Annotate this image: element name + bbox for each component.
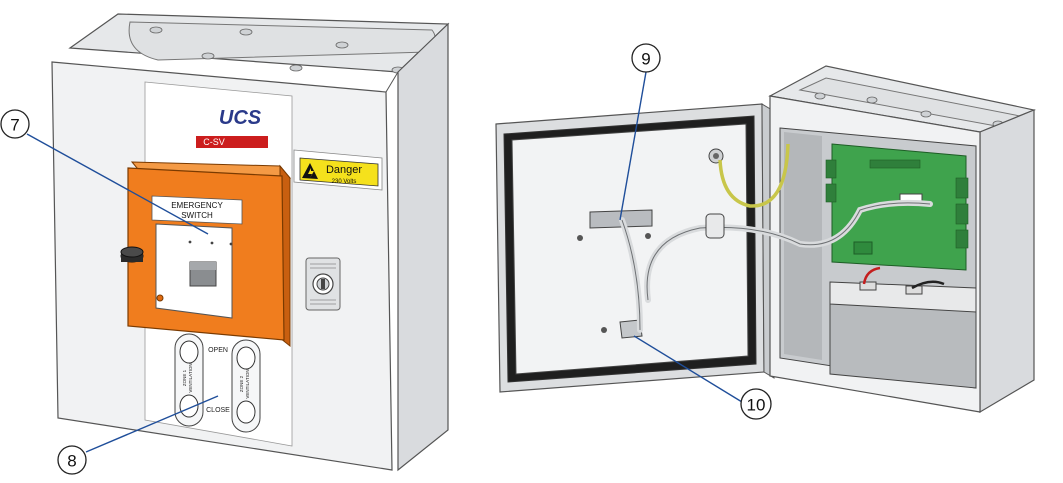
model-strip [196,136,268,148]
zone2-close-button[interactable] [236,400,256,424]
closed-enclosure: UCS C-SV EMERGENCY SWITCH [51,13,450,472]
pcb-board [825,143,969,271]
danger-title: Danger [326,164,362,176]
zone1-open-button[interactable] [179,340,199,364]
svg-text:8: 8 [67,452,76,471]
emergency-switch-label-line2: SWITCH [181,211,213,220]
callout-9: 9 [619,43,661,221]
emergency-switch-cover[interactable]: EMERGENCY SWITCH [120,161,292,348]
brand-logo: UCS [219,107,262,129]
callout-10: 10 [633,335,772,420]
svg-text:10: 10 [747,396,766,415]
zone1-label-line2: VENTILATION [188,363,193,392]
key-lock[interactable] [305,257,341,311]
emergency-switch-label-line1: EMERGENCY [171,201,223,210]
svg-text:7: 7 [10,116,19,135]
close-label: CLOSE [206,407,230,414]
zone2-label-line2: VENTILATION [245,369,250,398]
open-enclosure [495,65,1037,414]
zone1-close-button[interactable] [179,394,199,418]
zone1-label-line1: ZONE 1 [182,369,187,386]
open-label: OPEN [208,347,228,354]
earth-wire [718,143,790,208]
callout-8: 8 [57,395,219,475]
danger-subtitle: 230 Volts [332,179,357,185]
svg-text:9: 9 [641,50,650,69]
zone2-open-button[interactable] [236,346,256,370]
model-label: C-SV [203,137,225,147]
callout-7: 7 [0,109,209,235]
ventilation-buttons: OPEN CLOSE ZONE 1 VENTILATION ZONE 2 VEN… [174,333,261,433]
battery [829,266,977,389]
cable-gland [705,213,725,239]
zone2-label-line1: ZONE 2 [239,375,244,392]
danger-sign: Danger 230 Volts [293,149,383,191]
